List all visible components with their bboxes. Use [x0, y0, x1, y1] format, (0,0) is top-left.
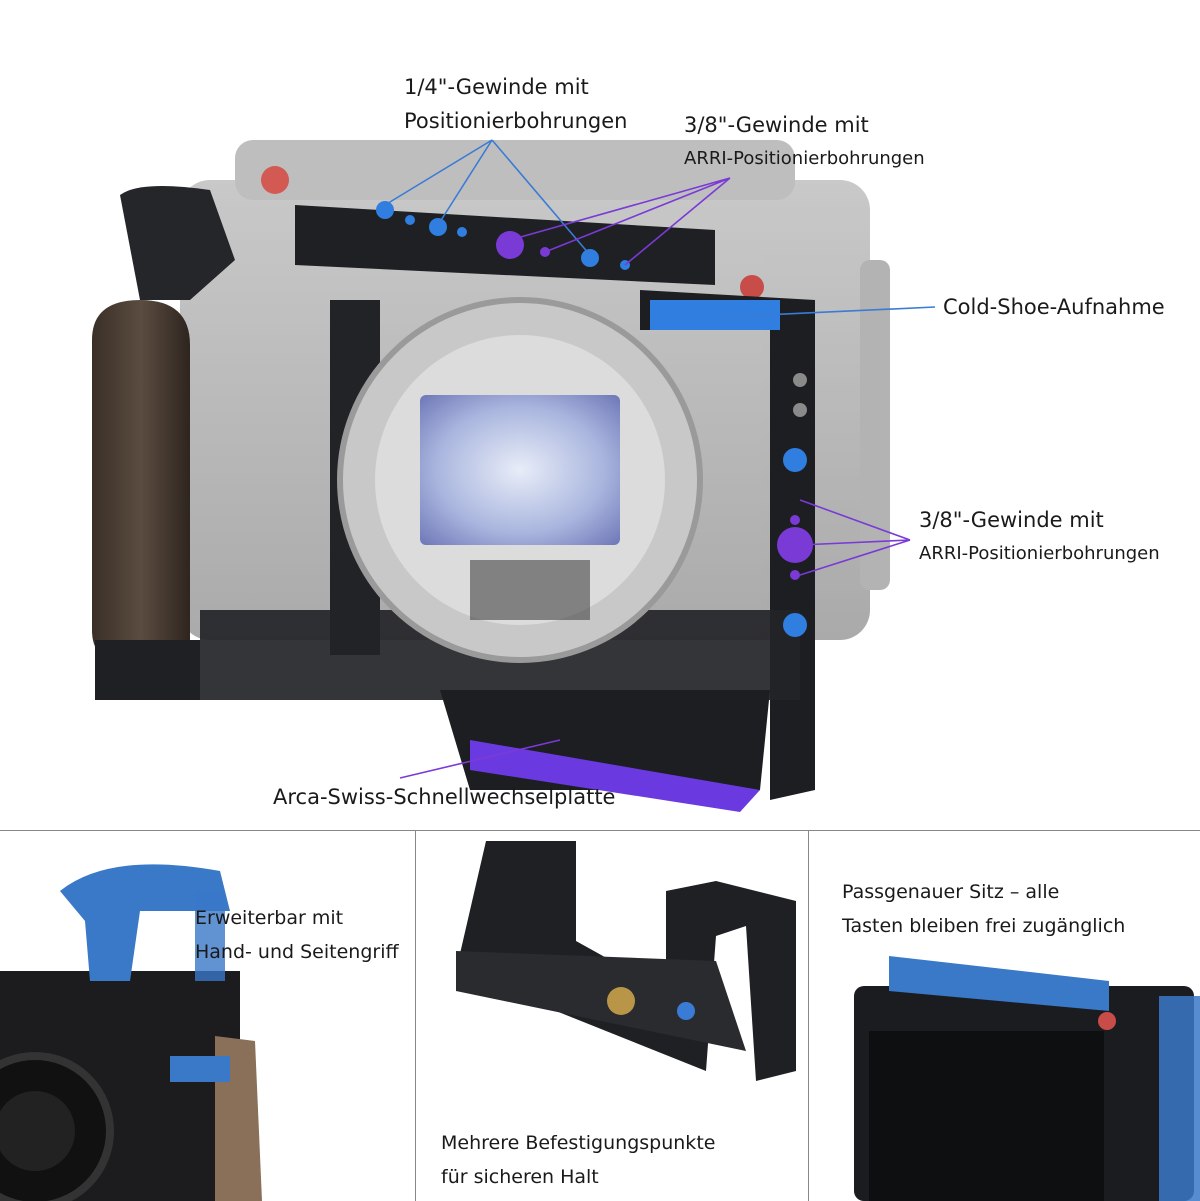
camera-cage-illustration: [92, 139, 936, 812]
panel-handles-text: Erweiterbar mit Hand- und Seitengriff: [195, 901, 399, 969]
panel-mounting-points: Mehrere Befestigungspunkte für sicheren …: [415, 831, 809, 1201]
handle-camera-photo: [0, 831, 415, 1201]
panel-fit: Passgenauer Sitz – alle Tasten bleiben f…: [808, 831, 1200, 1201]
callout-cold-shoe-line1: Cold-Shoe-Aufnahme: [943, 295, 1165, 319]
panel-fit-text: Passgenauer Sitz – alle Tasten bleiben f…: [842, 875, 1125, 943]
callout-quarter-thread: 1/4"-Gewinde mit Positionierbohrungen: [404, 70, 627, 138]
panel-handles-line1: Erweiterbar mit: [195, 907, 344, 929]
panel-mounting-line1: Mehrere Befestigungspunkte: [441, 1132, 716, 1154]
panel-mounting-line2: für sicheren Halt: [441, 1166, 599, 1188]
panel-handles: Erweiterbar mit Hand- und Seitengriff: [0, 831, 415, 1201]
cold-shoe-insert: [650, 300, 780, 330]
panel-handles-line2: Hand- und Seitengriff: [195, 941, 399, 963]
panel-mounting-text: Mehrere Befestigungspunkte für sicheren …: [441, 1126, 715, 1194]
cage-left-upper: [120, 186, 235, 300]
callout-arri-top: 3/8"-Gewinde mit ARRI-Positionierbohrung…: [684, 108, 925, 176]
record-button-icon: [740, 275, 764, 299]
camera-back-photo: [809, 831, 1200, 1201]
panel-fit-line1: Passgenauer Sitz – alle: [842, 881, 1060, 903]
callout-quarter-thread-line2: Positionierbohrungen: [404, 109, 628, 133]
arca-rail: [470, 740, 760, 812]
hero-section: 1/4"-Gewinde mit Positionierbohrungen 3/…: [92, 70, 1165, 814]
wooden-handle: [92, 300, 190, 660]
callout-arri-top-line2: ARRI-Positionierbohrungen: [684, 148, 925, 169]
dial-icon: [261, 166, 289, 194]
feature-panels: Erweiterbar mit Hand- und Seitengriff Me…: [0, 830, 1200, 1201]
side-threaded-holes: [777, 373, 813, 637]
callout-arri-top-line1: 3/8"-Gewinde mit: [684, 113, 869, 137]
cage-base-photo: [416, 831, 809, 1201]
callout-lines: [384, 139, 936, 779]
panel-fit-line2: Tasten bleiben frei zugänglich: [842, 915, 1126, 937]
callout-arri-side-line2: ARRI-Positionierbohrungen: [919, 543, 1160, 564]
callout-quarter-thread-line1: 1/4"-Gewinde mit: [404, 75, 589, 99]
callout-arca-line1: Arca-Swiss-Schnellwechselplatte: [273, 785, 616, 809]
callout-arri-side-line1: 3/8"-Gewinde mit: [919, 508, 1104, 532]
callout-arri-side: 3/8"-Gewinde mit ARRI-Positionierbohrung…: [919, 503, 1160, 571]
callout-cold-shoe: Cold-Shoe-Aufnahme: [943, 290, 1165, 324]
image-sensor: [420, 395, 620, 545]
grip-base: [95, 640, 200, 700]
callout-arca: Arca-Swiss-Schnellwechselplatte: [273, 780, 615, 814]
